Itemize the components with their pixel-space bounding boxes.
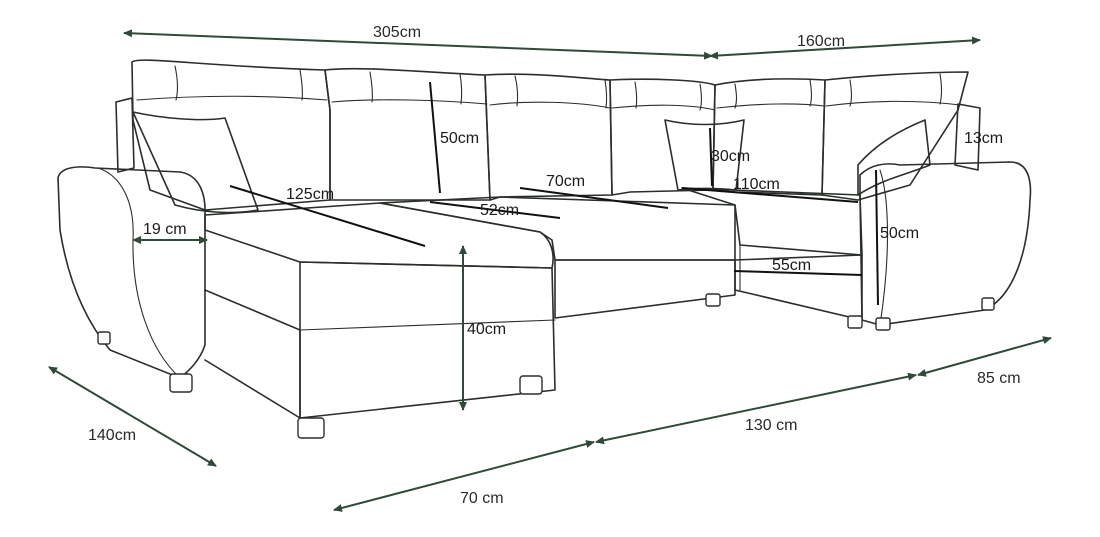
left-back-frame — [115, 97, 135, 173]
label-armrest-width: 19 cm — [143, 221, 187, 238]
label-seat-width-left: 52cm — [480, 202, 519, 219]
dimension-arrows — [48, 29, 1052, 512]
right-seat — [681, 187, 863, 256]
label-total-width: 305cm — [373, 24, 421, 41]
inner-measure-lines — [229, 81, 879, 306]
label-right-seat-depth: 55cm — [772, 257, 811, 274]
left-scatter-pillow — [132, 111, 259, 214]
chaise-front — [299, 261, 556, 419]
chaise-side — [204, 289, 301, 419]
label-right-width: 160cm — [797, 33, 845, 50]
back-cushion-6 — [821, 71, 969, 201]
right-scatter-pillow — [857, 119, 931, 196]
label-depth-left: 140cm — [88, 427, 136, 444]
label-seat-depth: 70cm — [546, 173, 585, 190]
label-seat-height: 40cm — [467, 321, 506, 338]
right-armrest — [859, 161, 1032, 326]
back-cushion-4 — [609, 78, 716, 196]
dimension-labels: 305cm 160cm 50cm 30cm 13cm 125cm 70cm 52… — [88, 24, 1021, 507]
sofa-drawing — [57, 59, 1032, 439]
label-pillow-height: 30cm — [711, 148, 750, 165]
middle-seat-front — [554, 259, 736, 319]
label-right-seat-length: 110cm — [733, 176, 780, 193]
label-backrest-height: 50cm — [440, 130, 479, 147]
label-armrest-13: 13cm — [964, 130, 1003, 147]
middle-seat — [379, 196, 736, 261]
label-front-right: 85 cm — [977, 370, 1021, 387]
label-front-mid: 130 cm — [745, 417, 797, 434]
right-back-frame — [954, 103, 981, 171]
left-armrest — [57, 166, 206, 379]
label-front-left: 70 cm — [460, 490, 504, 507]
back-cushion-5 — [712, 78, 826, 196]
label-arm-height: 50cm — [880, 225, 919, 242]
label-chaise-length: 125cm — [286, 186, 334, 203]
